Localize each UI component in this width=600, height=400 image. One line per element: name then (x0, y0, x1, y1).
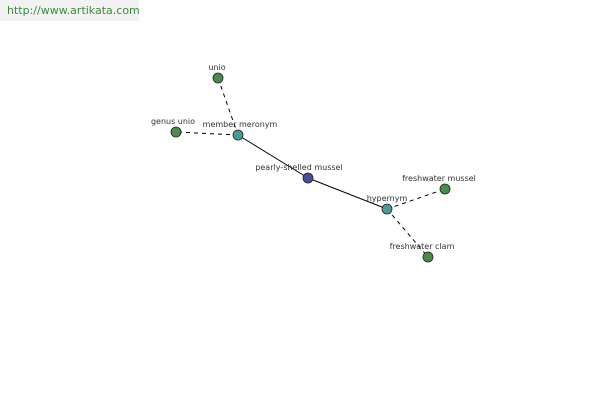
edge-pearly-shelled-mussel-to-hypernym (307, 177, 388, 210)
node-hypernym[interactable] (381, 203, 393, 215)
node-label-member-meronym[interactable]: member meronym (203, 120, 278, 129)
edge-pearly-shelled-mussel-to-member-meronym (237, 134, 309, 179)
edge-hypernym-to-freshwater-mussel (386, 188, 446, 210)
node-member-meronym[interactable] (232, 129, 244, 141)
node-pearly-shelled-mussel[interactable] (302, 172, 314, 184)
labels-layer: pearly-shelled mussel member meronym hyper… (151, 63, 476, 251)
edge-member-meronym-to-genus-unio (175, 131, 239, 136)
node-genus-unio[interactable] (170, 126, 182, 138)
node-label-freshwater-mussel[interactable]: freshwater mussel (402, 174, 476, 183)
edge-hypernym-to-freshwater-clam (386, 208, 429, 258)
node-label-unio[interactable]: unio (208, 63, 225, 72)
node-label-genus-unio[interactable]: genus unio (151, 117, 195, 126)
node-label-pearly-shelled-mussel[interactable]: pearly-shelled mussel (255, 163, 342, 172)
node-unio[interactable] (212, 72, 224, 84)
edges-layer (175, 77, 446, 258)
url-banner: http://www.artikata.com (0, 0, 140, 21)
node-label-freshwater-clam[interactable]: freshwater clam (390, 242, 455, 251)
site-url-link[interactable]: http://www.artikata.com (7, 4, 140, 17)
nodes-layer (170, 72, 451, 263)
edge-member-meronym-to-unio (217, 77, 239, 136)
node-freshwater-clam[interactable] (422, 251, 434, 263)
node-freshwater-mussel[interactable] (439, 183, 451, 195)
node-label-hypernym[interactable]: hypernym (367, 194, 408, 203)
